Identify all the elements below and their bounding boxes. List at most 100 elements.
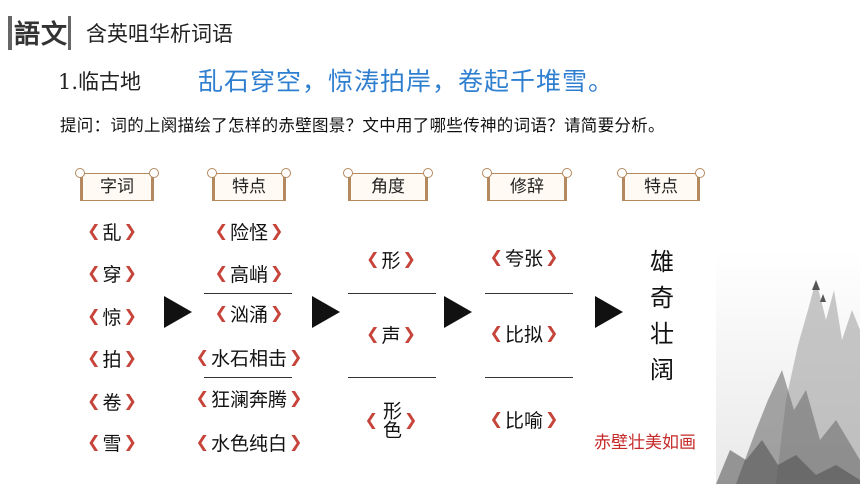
ornament-left-icon: ❮ [195, 347, 209, 366]
ornament-right-icon: ❯ [123, 348, 137, 367]
ornament-left-icon: ❮ [87, 263, 101, 282]
ornament-right-icon: ❯ [545, 409, 559, 428]
ornament-right-icon: ❯ [123, 221, 137, 240]
logo-bar-right [68, 16, 71, 50]
word-text: 惊 [102, 306, 122, 329]
header-words: 字词 [75, 168, 159, 201]
feature-text: 水色纯白 [210, 432, 287, 455]
angle-text: 形色 [380, 401, 402, 439]
ornament-right-icon: ❯ [123, 263, 137, 282]
page-title: 含英咀华析词语 [86, 22, 233, 46]
word-item: ❮拍❯ [82, 343, 142, 373]
ornament-right-icon: ❯ [123, 391, 137, 410]
question-text: 提问：词的上阕描绘了怎样的赤壁图景？文中用了哪些传神的词语？请简要分析。 [60, 116, 665, 135]
word-item: ❮卷❯ [82, 386, 142, 416]
ornament-right-icon: ❯ [270, 263, 284, 282]
header-rhetoric: 修辞 [482, 168, 572, 201]
ornament-left-icon: ❮ [195, 432, 209, 451]
logo-bar-left [8, 16, 12, 50]
word-text: 穿 [102, 263, 122, 286]
header-angle: 角度 [343, 168, 433, 201]
ornament-right-icon: ❯ [123, 432, 137, 451]
arrow-right-icon [444, 296, 472, 328]
word-text: 卷 [102, 391, 122, 414]
word-item: ❮惊❯ [82, 301, 142, 331]
ornament-right-icon: ❯ [545, 247, 559, 266]
word-item: ❮乱❯ [82, 216, 142, 246]
feature-item: ❮狂澜奔腾❯ [184, 383, 314, 413]
header-summary: 特点 [617, 168, 705, 201]
ornament-left-icon: ❮ [87, 391, 101, 410]
divider [485, 293, 573, 294]
rhetoric-item: ❮夸张❯ [478, 242, 570, 272]
summary-char: 雄 [650, 248, 674, 276]
ornament-left-icon: ❮ [214, 303, 228, 322]
ornament-left-icon: ❮ [87, 306, 101, 325]
angle-item: ❮形色❯ [364, 394, 418, 446]
divider [348, 377, 436, 378]
ornament-left-icon: ❮ [214, 263, 228, 282]
rhetoric-item: ❮比喻❯ [478, 404, 570, 434]
feature-text: 狂澜奔腾 [210, 388, 287, 411]
summary-char: 奇 [650, 284, 674, 312]
feature-item: ❮高峭❯ [194, 258, 304, 288]
word-text: 拍 [102, 348, 122, 371]
ornament-right-icon: ❯ [402, 324, 416, 343]
summary-char: 阔 [650, 356, 674, 384]
ornament-left-icon: ❮ [195, 388, 209, 407]
ornament-left-icon: ❮ [489, 409, 503, 428]
rhetoric-item: ❮比拟❯ [478, 318, 570, 348]
ornament-right-icon: ❯ [270, 303, 284, 322]
ornament-right-icon: ❯ [404, 410, 418, 429]
landscape-painting [716, 250, 860, 484]
feature-text: 险怪 [229, 221, 268, 244]
angle-item: ❮声❯ [356, 319, 426, 349]
rhetoric-text: 比拟 [504, 323, 543, 346]
word-item: ❮穿❯ [82, 258, 142, 288]
ornament-left-icon: ❮ [214, 221, 228, 240]
ornament-left-icon: ❮ [87, 221, 101, 240]
rhetoric-text: 比喻 [504, 409, 543, 432]
angle-item: ❮形❯ [356, 244, 426, 274]
ornament-left-icon: ❮ [87, 348, 101, 367]
ornament-left-icon: ❮ [364, 410, 378, 429]
arrow-right-icon [164, 296, 192, 328]
caption: 赤壁壮美如画 [594, 433, 696, 453]
word-text: 乱 [102, 221, 122, 244]
feature-item: ❮水石相击❯ [184, 342, 314, 372]
ornament-right-icon: ❯ [289, 432, 303, 451]
divider [348, 293, 436, 294]
feature-item: ❮汹涌❯ [194, 298, 304, 328]
word-text: 雪 [102, 432, 122, 455]
ornament-left-icon: ❮ [87, 432, 101, 451]
ornament-right-icon: ❯ [289, 388, 303, 407]
feature-text: 汹涌 [229, 303, 268, 326]
ornament-left-icon: ❮ [366, 249, 380, 268]
ornament-right-icon: ❯ [545, 323, 559, 342]
feature-item: ❮险怪❯ [194, 216, 304, 246]
divider [204, 377, 292, 378]
poem-quote: 乱石穿空，惊涛拍岸，卷起千堆雪。 [198, 67, 615, 96]
section-title: 1.临古地 [58, 70, 142, 94]
ornament-right-icon: ❯ [289, 347, 303, 366]
word-item: ❮雪❯ [82, 427, 142, 457]
feature-text: 水石相击 [210, 347, 287, 370]
arrow-right-icon [312, 296, 340, 328]
angle-text: 形 [381, 249, 401, 272]
rhetoric-text: 夸张 [504, 247, 543, 270]
ornament-left-icon: ❮ [366, 324, 380, 343]
ornament-left-icon: ❮ [489, 323, 503, 342]
summary-char: 壮 [650, 320, 674, 348]
ornament-right-icon: ❯ [123, 306, 137, 325]
angle-text: 声 [381, 324, 401, 347]
feature-item: ❮水色纯白❯ [184, 427, 314, 457]
divider [485, 377, 573, 378]
logo: 語文 [14, 20, 69, 50]
ornament-left-icon: ❮ [489, 247, 503, 266]
ornament-right-icon: ❯ [270, 221, 284, 240]
divider [204, 293, 292, 294]
feature-text: 高峭 [229, 263, 268, 286]
header-features: 特点 [207, 168, 291, 201]
arrow-right-icon [595, 296, 623, 328]
ornament-right-icon: ❯ [402, 249, 416, 268]
